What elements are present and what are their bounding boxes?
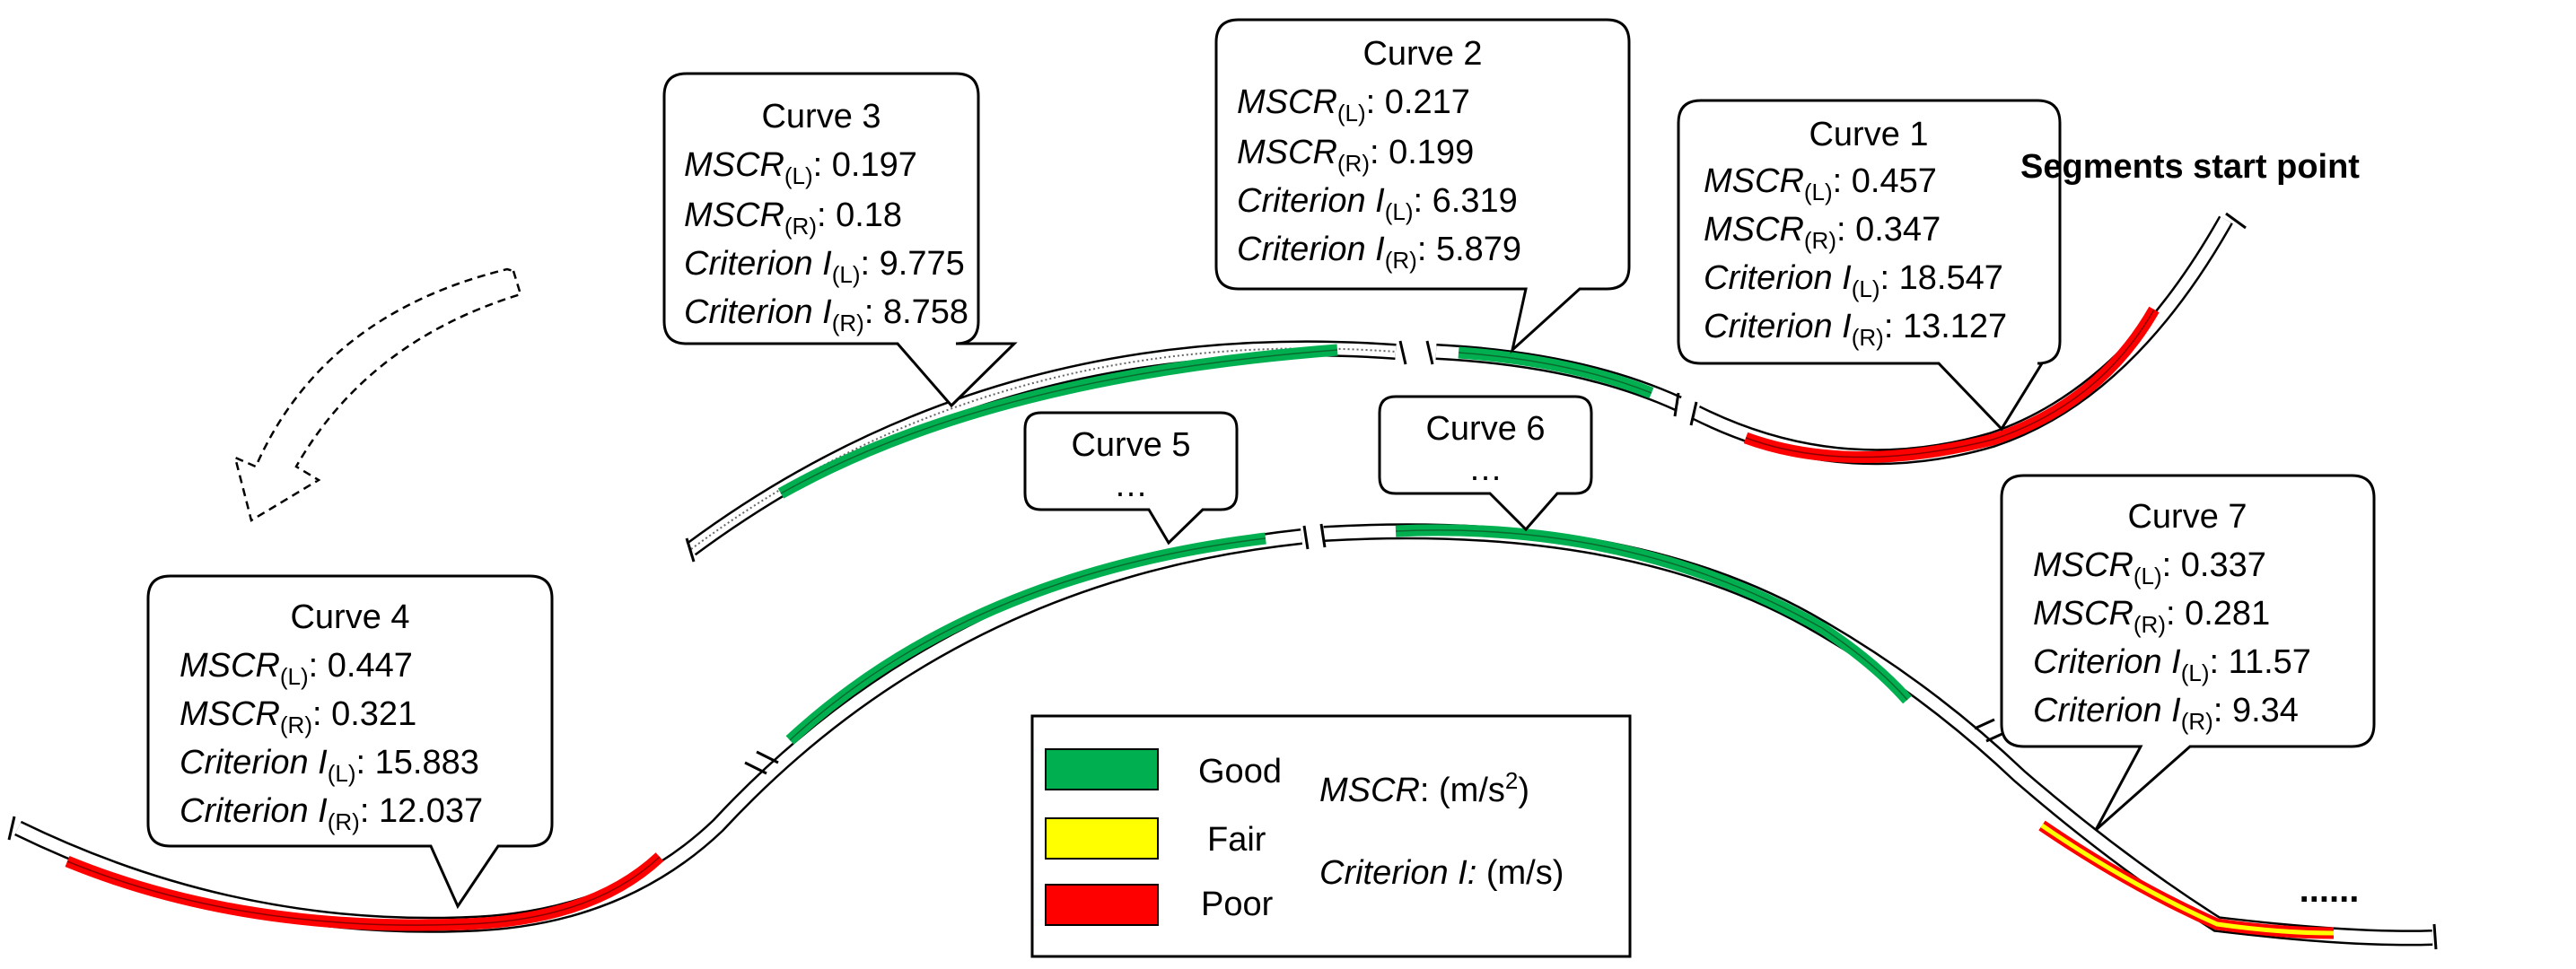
callout-title: Curve 5 <box>1071 426 1190 464</box>
crit-l-line: Criterion I(L): 9.775 <box>684 245 965 288</box>
legend-swatch-fair <box>1045 817 1159 860</box>
mscr-r-line: MSCR(R): 0.321 <box>180 695 416 738</box>
legend-mscr-unit: MSCR: (m/s2) <box>1319 767 1529 809</box>
track-curve5-good <box>785 532 1266 745</box>
track-curve7-fair <box>2040 823 2335 936</box>
mscr-l-line: MSCR(L): 0.457 <box>1704 162 1937 205</box>
mscr-l-line: MSCR(L): 0.447 <box>180 647 413 690</box>
crit-r-line: Criterion I(R): 13.127 <box>1704 308 2007 351</box>
callout-title: Curve 6 <box>1425 410 1545 448</box>
mscr-r-value: 0.281 <box>2185 595 2270 633</box>
break-mark <box>2225 212 2247 230</box>
mscr-r-value: 0.347 <box>1855 211 1941 249</box>
crit-r-value: 12.037 <box>379 792 483 830</box>
continuation-ellipsis: ...... <box>2300 870 2360 910</box>
crit-l-value: 15.883 <box>375 744 479 781</box>
crit-l-line: Criterion I(L): 6.319 <box>1237 182 1518 225</box>
crit-r-value: 8.758 <box>883 293 968 331</box>
callout-curve1-shape <box>1677 99 2062 432</box>
crit-r-value: 9.34 <box>2232 692 2299 729</box>
mscr-l-value: 0.337 <box>2181 546 2266 584</box>
crit-l-value: 9.775 <box>880 245 965 283</box>
callout-curve7-shape <box>2000 474 2376 832</box>
break-mark <box>744 750 779 775</box>
break-markers <box>7 212 2438 950</box>
callout-curve5-shape <box>1023 411 1239 546</box>
mscr-l-line: MSCR(L): 0.217 <box>1237 83 1470 127</box>
callout-title: Curve 2 <box>1362 35 1482 73</box>
callout-title: Curve 3 <box>761 98 881 135</box>
mscr-r-value: 0.321 <box>331 695 416 733</box>
mscr-r-line: MSCR(R): 0.347 <box>1704 211 1941 254</box>
mscr-r-line: MSCR(R): 0.18 <box>684 196 902 240</box>
legend: Good Fair Poor MSCR: (m/s2) Criterion I:… <box>1030 714 1632 958</box>
crit-r-value: 5.879 <box>1436 231 1521 268</box>
callout-curve5: Curve 5 … <box>1071 426 1190 504</box>
crit-l-value: 6.319 <box>1433 182 1518 220</box>
callout-title: Curve 7 <box>2127 498 2247 536</box>
track-curve4-poor-line <box>66 856 661 926</box>
break-mark <box>2432 923 2438 950</box>
crit-r-line: Criterion I(R): 8.758 <box>684 293 968 336</box>
track-curve7-poor <box>2038 820 2335 939</box>
mscr-l-line: MSCR(L): 0.197 <box>684 146 917 189</box>
mscr-r-value: 0.199 <box>1389 134 1474 171</box>
callout-ellipsis: … <box>1468 450 1503 488</box>
crit-l-value: 18.547 <box>1899 259 2003 297</box>
crit-r-value: 13.127 <box>1903 308 2007 345</box>
track-curve1-poor-line <box>1745 309 2155 458</box>
crit-l-value: 11.57 <box>2229 643 2311 681</box>
crit-l-line: Criterion I(L): 18.547 <box>1704 259 2003 302</box>
callout-curve6: Curve 6 … <box>1425 410 1545 488</box>
break-mark <box>7 816 16 841</box>
callout-curve2: Curve 2 MSCR(L): 0.217 MSCR(R): 0.199 Cr… <box>1237 35 1521 274</box>
crit-l-line: Criterion I(L): 11.57 <box>2033 643 2311 686</box>
break-mark <box>1398 340 1434 365</box>
mscr-l-line: MSCR(L): 0.337 <box>2033 546 2266 589</box>
dashed-arrow <box>233 267 522 522</box>
segments-start-label: Segments start point <box>2020 148 2360 186</box>
legend-label-good: Good <box>1198 753 1282 790</box>
legend-label-poor: Poor <box>1201 886 1274 923</box>
track-curve5-good-line <box>789 537 1266 741</box>
callout-curve3-shape <box>662 72 1018 408</box>
mscr-l-value: 0.217 <box>1385 83 1470 121</box>
crit-r-line: Criterion I(R): 5.879 <box>1237 231 1521 274</box>
legend-swatch-good <box>1045 748 1159 790</box>
legend-label-fair: Fair <box>1207 821 1266 859</box>
callout-curve6-shape <box>1378 395 1593 532</box>
crit-l-line: Criterion I(L): 15.883 <box>180 744 479 787</box>
legend-swatch-poor <box>1045 884 1159 926</box>
break-mark <box>1673 392 1698 426</box>
callout-title: Curve 1 <box>1809 116 1928 153</box>
break-mark <box>1302 523 1327 550</box>
mscr-r-value: 0.18 <box>836 196 902 234</box>
callout-title: Curve 4 <box>290 598 409 636</box>
callout-curve3: Curve 3 MSCR(L): 0.197 MSCR(R): 0.18 Cri… <box>684 98 968 336</box>
track-curve3-good-line <box>780 349 1338 494</box>
callout-curve2-shape <box>1214 18 1631 354</box>
dashed-arrow-shape <box>233 267 522 522</box>
callout-curve4-shape <box>146 574 554 910</box>
break-mark <box>685 537 696 563</box>
callout-curve7: Curve 7 MSCR(L): 0.337 MSCR(R): 0.281 Cr… <box>2033 498 2311 735</box>
mscr-l-value: 0.197 <box>832 146 917 184</box>
track-curve2-good-line <box>1458 352 1652 394</box>
callouts <box>146 18 2376 910</box>
mscr-r-line: MSCR(R): 0.281 <box>2033 595 2270 638</box>
callout-ellipsis: … <box>1114 467 1148 504</box>
track-layer <box>14 215 2433 947</box>
mscr-l-value: 0.447 <box>328 647 413 685</box>
mscr-l-value: 0.457 <box>1852 162 1937 200</box>
track-curve6-good <box>1395 524 1912 704</box>
callout-curve4: Curve 4 MSCR(L): 0.447 MSCR(R): 0.321 Cr… <box>180 598 483 835</box>
mscr-r-line: MSCR(R): 0.199 <box>1237 134 1474 177</box>
callout-curve1: Curve 1 MSCR(L): 0.457 MSCR(R): 0.347 Cr… <box>1704 116 2007 351</box>
track-curve6-good-line <box>1395 529 1908 701</box>
legend-criterion-unit: Criterion I: (m/s) <box>1319 854 1564 892</box>
crit-r-line: Criterion I(R): 9.34 <box>2033 692 2299 735</box>
crit-r-line: Criterion I(R): 12.037 <box>180 792 483 835</box>
